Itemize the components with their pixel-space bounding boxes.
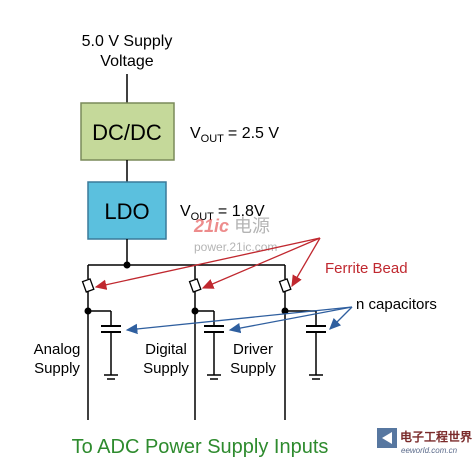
watermark-brand: 21ic <box>193 216 229 236</box>
capacitor-arrow-digital <box>228 306 353 334</box>
ldo-block <box>87 181 167 240</box>
ferrite-bead-digital <box>188 278 202 293</box>
footer-caption: To ADC Power Supply Inputs <box>72 436 329 458</box>
ldo-vout-label: VOUT= 1.8V <box>180 203 265 223</box>
ferrite-arrow-analog <box>94 237 321 290</box>
dcdc-vout-value: = 2.5 V <box>228 125 279 142</box>
watermark-url: power.21ic.com <box>194 240 277 254</box>
dcdc-vout-prefix: V <box>190 125 201 142</box>
ldo-vout-sub: OUT <box>191 211 215 223</box>
ferrite-bead-label: Ferrite Bead <box>325 260 408 277</box>
capacitor-arrow-analog <box>125 306 353 335</box>
branch-analog <box>81 265 121 420</box>
analog-supply-label-line1: Analog <box>34 341 81 358</box>
ferrite-arrow-digital <box>201 237 321 289</box>
analog-supply-label-line2: Supply <box>34 360 80 377</box>
driver-supply-label-line1: Driver <box>233 341 273 358</box>
supply-voltage-label-line2: Voltage <box>100 53 153 70</box>
digital-supply-label-line1: Digital <box>145 341 187 358</box>
branch-driver <box>278 265 326 420</box>
driver-supply-label-line2: Supply <box>230 360 276 377</box>
ldo-vout-prefix: V <box>180 203 191 220</box>
supply-voltage-label-line1: 5.0 V Supply <box>82 33 173 50</box>
capacitor-arrow-driver <box>329 306 353 330</box>
eeworld-logo-url: eeworld.com.cn <box>401 446 458 455</box>
branch-digital <box>188 265 224 420</box>
eeworld-logo: 电子工程世界 eeworld.com.cn <box>377 428 472 455</box>
dcdc-vout-sub: OUT <box>201 133 225 145</box>
ferrite-arrow-driver <box>291 237 321 288</box>
watermark-brand-cn: 电源 <box>234 216 270 236</box>
ferrite-bead-driver <box>278 278 292 293</box>
watermark: 21ic 电源 power.21ic.com <box>193 216 277 254</box>
n-capacitors-label: n capacitors <box>356 296 437 313</box>
ldo-vout-value: = 1.8V <box>218 203 265 220</box>
eeworld-logo-cn: 电子工程世界 <box>400 429 472 444</box>
dcdc-vout-label: VOUT= 2.5 V <box>190 125 279 145</box>
ldo-label: LDO <box>104 199 149 224</box>
ferrite-bead-analog <box>81 278 95 293</box>
digital-supply-label-line2: Supply <box>143 360 189 377</box>
dcdc-label: DC/DC <box>92 120 162 145</box>
